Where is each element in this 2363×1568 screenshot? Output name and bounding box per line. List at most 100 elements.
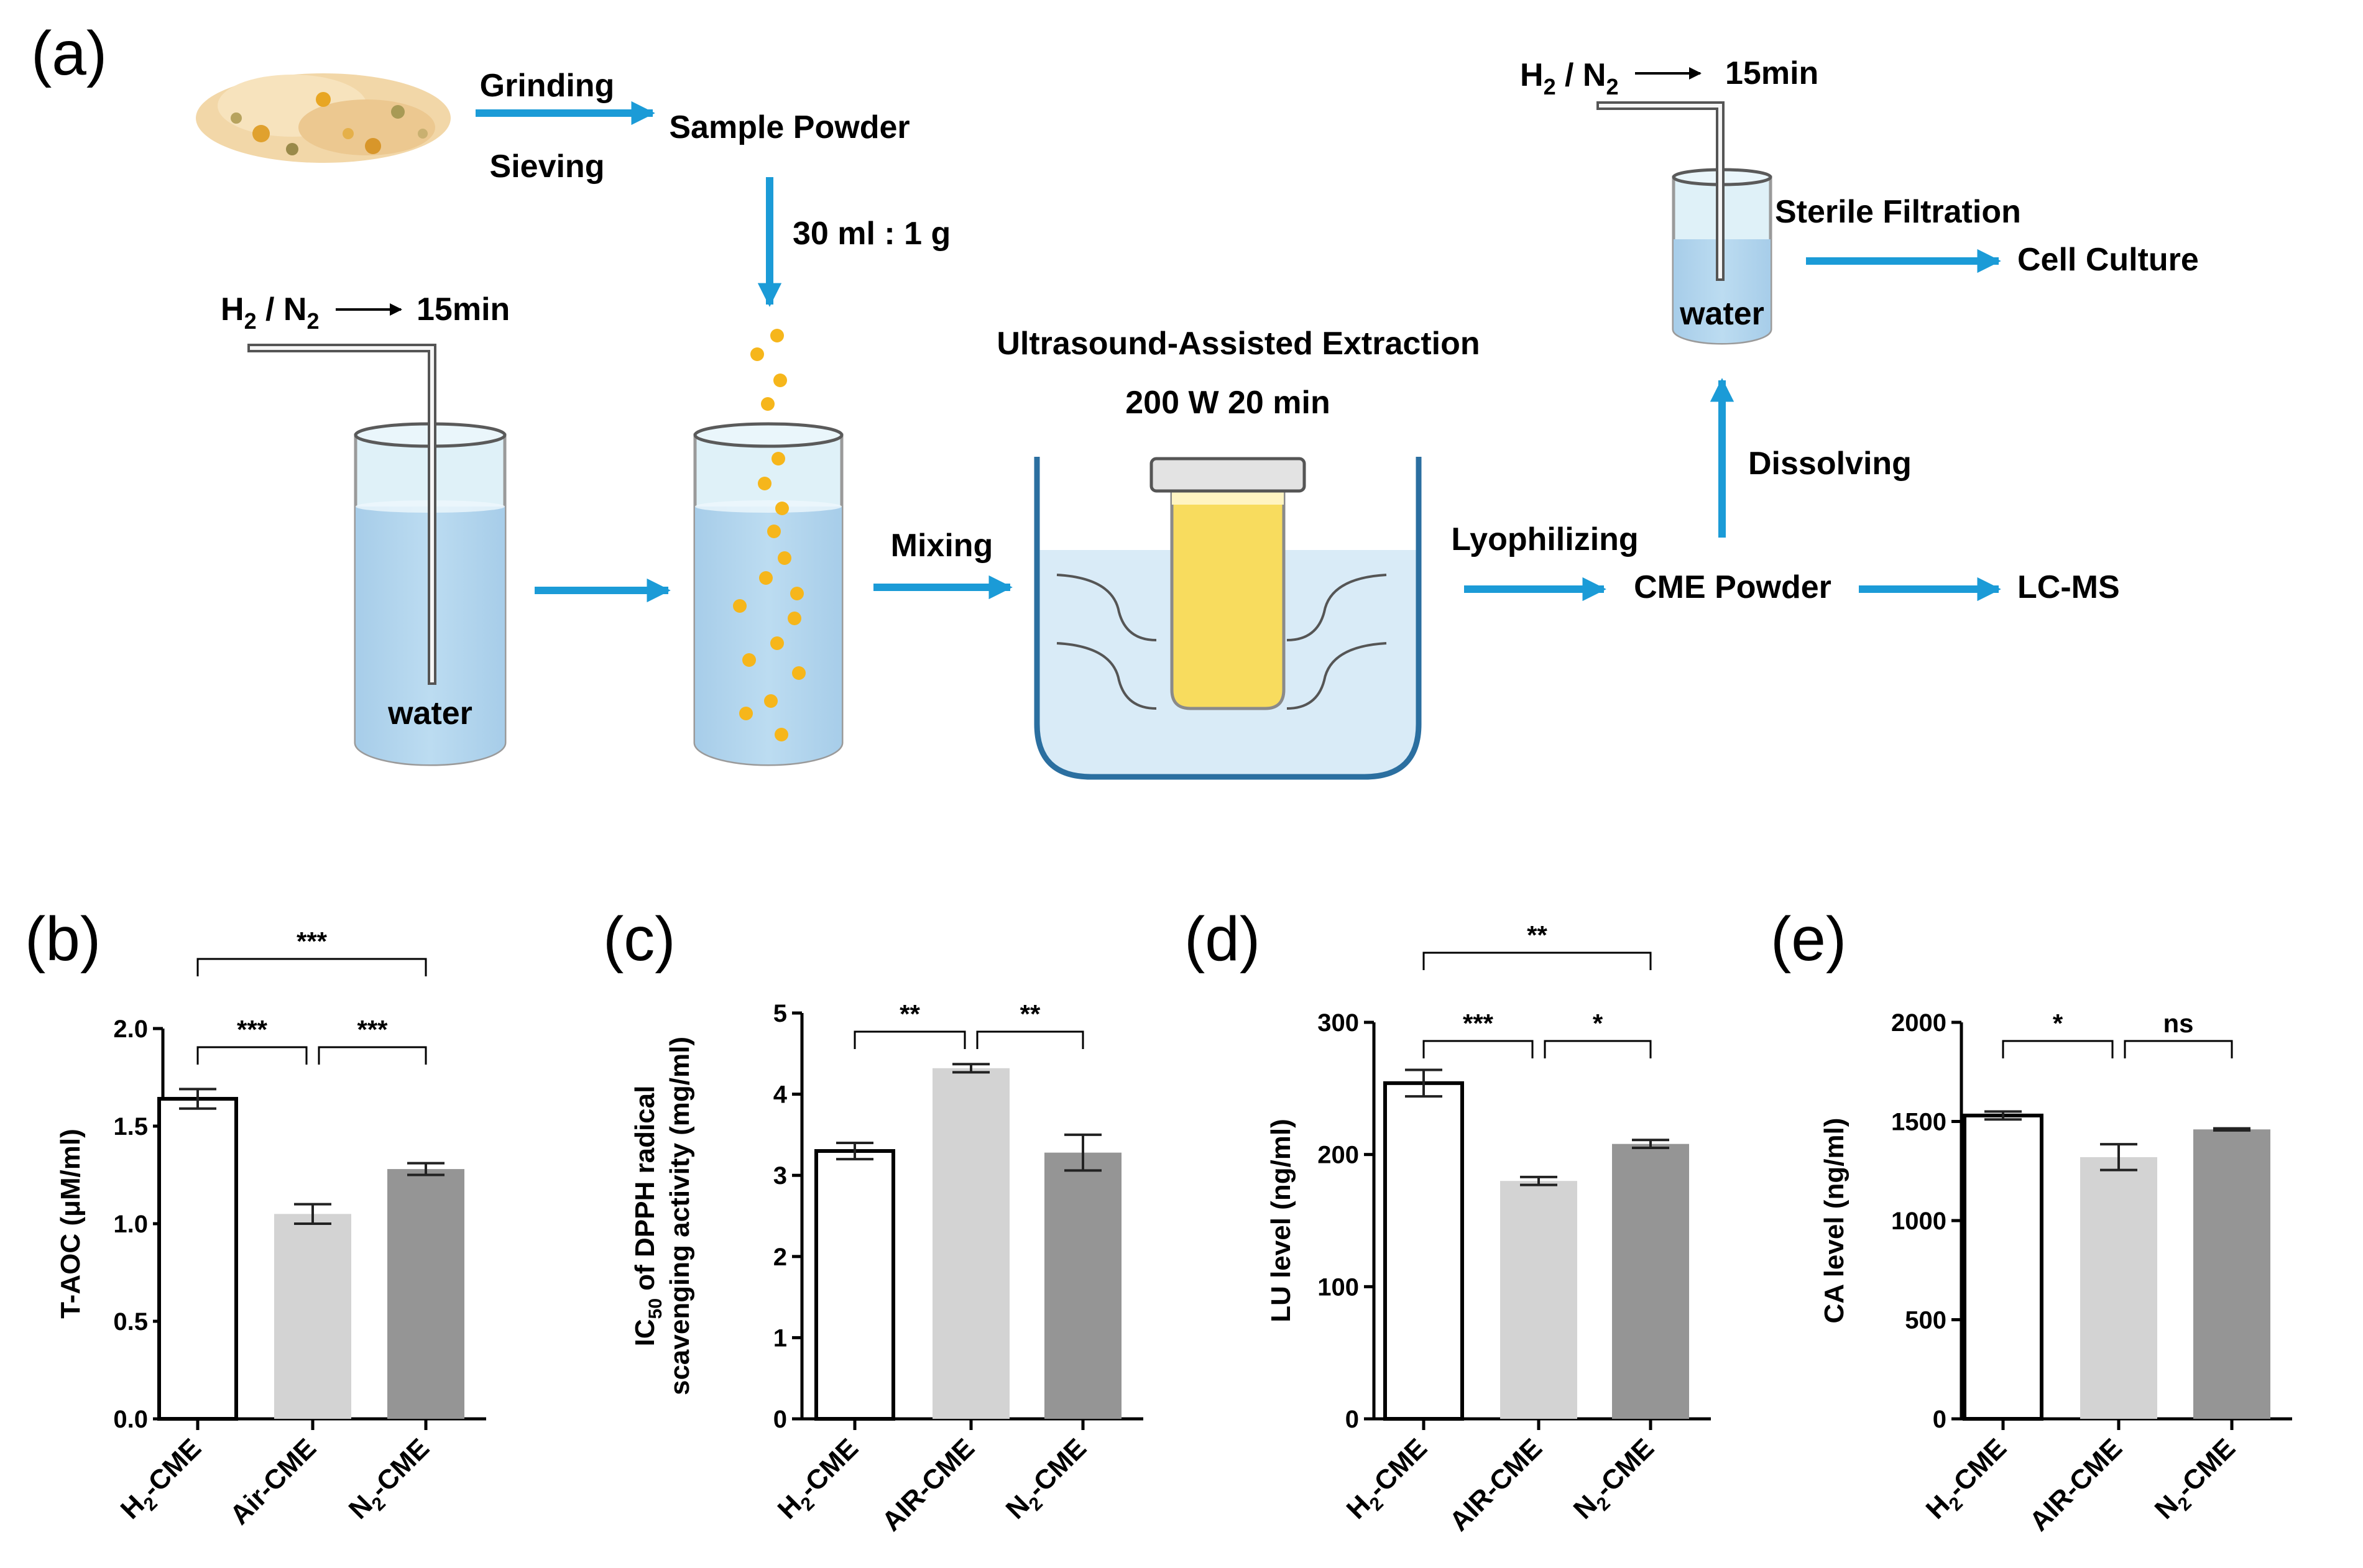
chrysanthemum-image xyxy=(196,73,451,163)
bar xyxy=(1044,1152,1122,1419)
bar xyxy=(157,1097,238,1421)
x-category-label: N2-CME xyxy=(1568,1433,1664,1529)
water-left-label: water xyxy=(387,695,472,731)
panel-label: (c) xyxy=(603,904,676,974)
significance-bracket xyxy=(318,1046,427,1065)
powder-particles xyxy=(733,329,806,741)
y-tick-label: 300 xyxy=(1317,1009,1359,1037)
significance-label: *** xyxy=(1463,1009,1494,1038)
y-tick-label: 0 xyxy=(773,1406,787,1433)
significance-label: ** xyxy=(1527,920,1547,950)
significance-label: ns xyxy=(2163,1009,2193,1038)
lcms-label: LC-MS xyxy=(2017,569,2120,605)
significance-bracket xyxy=(1422,951,1652,970)
y-axis-label: T-AOC (μM/ml) xyxy=(55,1129,86,1319)
y-tick-label: 3 xyxy=(773,1162,787,1190)
y-tick-label: 5 xyxy=(773,1000,787,1027)
gas-right-time: 15min xyxy=(1725,55,1818,91)
y-tick-label: 1.0 xyxy=(113,1211,148,1238)
panel-label: (d) xyxy=(1184,904,1260,974)
x-category-label: AIR-CME xyxy=(876,1433,980,1537)
y-tick-label: 0 xyxy=(1933,1406,1946,1433)
bar xyxy=(387,1169,464,1419)
bar xyxy=(814,1149,895,1421)
bar xyxy=(1383,1081,1464,1421)
significance-label: *** xyxy=(237,1015,268,1044)
y-axis-label-line2: scavenging activity (mg/ml) xyxy=(665,1037,695,1395)
y-tick-label: 0.5 xyxy=(113,1308,148,1336)
x-category-label: N2-CME xyxy=(343,1433,440,1529)
bar xyxy=(1963,1113,2043,1421)
significance-bracket xyxy=(196,1046,308,1065)
y-tick-label: 1500 xyxy=(1891,1109,1946,1136)
ultrasound-bath xyxy=(1034,457,1422,780)
cme-powder-label: CME Powder xyxy=(1634,569,1831,605)
x-category-label: H2-CME xyxy=(1341,1433,1437,1529)
x-category-label: H2-CME xyxy=(115,1433,211,1529)
water-tube-right: water xyxy=(1596,101,1772,345)
significance-label: *** xyxy=(297,927,328,956)
significance-bracket xyxy=(854,1030,966,1049)
significance-label: * xyxy=(1593,1009,1603,1038)
y-tick-label: 2000 xyxy=(1891,1009,1946,1037)
significance-label: * xyxy=(2053,1009,2063,1038)
x-category-label: Air-CME xyxy=(224,1433,322,1530)
y-tick-label: 100 xyxy=(1317,1273,1359,1301)
bar xyxy=(2080,1157,2157,1419)
y-axis-label-line1: IC50 of DPPH radical xyxy=(630,1086,666,1347)
bar xyxy=(933,1068,1010,1419)
bar xyxy=(1500,1181,1577,1419)
bar xyxy=(1612,1144,1689,1419)
y-tick-label: 500 xyxy=(1905,1307,1946,1334)
mixing-tube xyxy=(693,329,844,766)
significance-bracket xyxy=(196,958,427,976)
significance-bracket xyxy=(1422,1040,1534,1058)
y-tick-label: 2.0 xyxy=(113,1016,148,1043)
gas-right-label: H2 / N2 xyxy=(1520,57,1619,99)
water-right-label: water xyxy=(1679,296,1764,332)
significance-label: *** xyxy=(357,1015,388,1044)
panel-a-label: (a) xyxy=(31,19,107,88)
x-category-label: AIR-CME xyxy=(1444,1433,1548,1537)
x-category-label: H2-CME xyxy=(772,1433,868,1529)
significance-bracket xyxy=(2124,1040,2233,1058)
panel-a: (a) Grinding Sieving Sample Powder 30 ml… xyxy=(31,19,2199,780)
bar xyxy=(2193,1129,2270,1419)
y-tick-label: 1000 xyxy=(1891,1208,1946,1235)
x-category-label: AIR-CME xyxy=(2024,1433,2128,1537)
cell-culture-label: Cell Culture xyxy=(2017,242,2199,278)
x-category-label: N2-CME xyxy=(2149,1433,2246,1529)
ratio-label: 30 ml : 1 g xyxy=(793,216,951,252)
y-axis-label: LU level (ng/ml) xyxy=(1266,1119,1296,1323)
x-category-label: H2-CME xyxy=(1920,1433,2017,1529)
x-category-label: N2-CME xyxy=(1000,1433,1097,1529)
y-tick-label: 0.0 xyxy=(113,1406,148,1433)
y-tick-label: 1.5 xyxy=(113,1113,148,1140)
gas-left-time: 15min xyxy=(417,291,510,328)
significance-bracket xyxy=(2002,1040,2114,1058)
grinding-label: Grinding xyxy=(480,68,615,104)
significance-bracket xyxy=(1544,1040,1652,1058)
mixing-label: Mixing xyxy=(891,528,993,564)
y-tick-label: 200 xyxy=(1317,1142,1359,1169)
y-tick-label: 0 xyxy=(1345,1406,1359,1433)
panel-label: (e) xyxy=(1771,904,1846,974)
y-tick-label: 4 xyxy=(773,1081,788,1109)
uae-title: Ultrasound-Assisted Extraction xyxy=(997,326,1480,362)
significance-label: ** xyxy=(900,999,920,1029)
dissolving-label: Dissolving xyxy=(1748,446,1912,482)
water-tube-left: water xyxy=(247,344,507,766)
uae-params: 200 W 20 min xyxy=(1125,385,1330,421)
sterile-filtration-label: Sterile Filtration xyxy=(1775,194,2021,230)
significance-label: ** xyxy=(1020,999,1041,1029)
sieving-label: Sieving xyxy=(490,149,605,185)
significance-bracket xyxy=(976,1030,1084,1049)
lyophilizing-label: Lyophilizing xyxy=(1451,521,1638,557)
y-tick-label: 2 xyxy=(773,1244,787,1271)
bar xyxy=(274,1214,351,1419)
y-tick-label: 1 xyxy=(773,1324,787,1352)
